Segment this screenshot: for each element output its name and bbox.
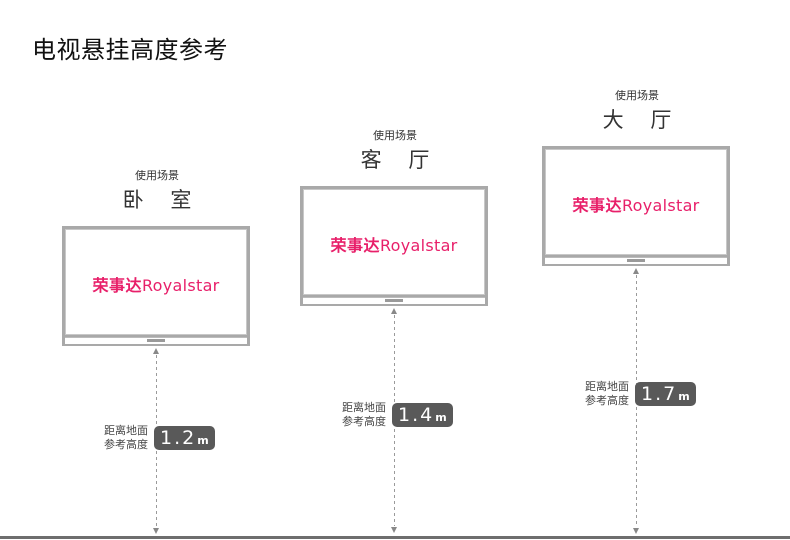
arrow-up-icon [391,308,397,314]
tv-screen: 荣事达Royalstar [545,149,727,255]
tv-badge-mark [627,259,645,262]
tv-illustration: 荣事达Royalstar [62,226,250,346]
arrow-up-icon [633,268,639,274]
scene-name: 客 厅 [360,148,440,172]
brand-logo: 荣事达Royalstar [66,272,246,296]
height-unit: m [197,434,209,447]
brand-logo-cn: 荣事达 [92,276,142,295]
tv-badge-mark [147,339,165,342]
tv-screen: 荣事达Royalstar [65,229,247,335]
height-value: 1.4 [398,404,435,426]
height-label-line1: 距离地面 [585,380,629,393]
height-label-line2: 参考高度 [342,415,386,428]
arrow-down-icon [153,528,159,534]
height-label-line1: 距离地面 [104,424,148,437]
height-value: 1.7 [641,383,678,405]
height-label-line2: 参考高度 [585,394,629,407]
scene-name: 卧 室 [122,188,202,212]
height-label: 距离地面 参考高度 [342,401,386,429]
arrow-up-icon [153,348,159,354]
scene-sub-label: 使用场景 [373,129,417,142]
scene-sub-label: 使用场景 [615,89,659,102]
scene-hall: 使用场景 大 厅 荣事达Royalstar [542,0,732,540]
height-label-line2: 参考高度 [104,438,148,451]
height-label-line1: 距离地面 [342,401,386,414]
scene-bedroom: 使用场景 卧 室 荣事达Royalstar [62,0,252,540]
brand-logo-cn: 荣事达 [572,196,622,215]
brand-logo-en: Royalstar [621,196,700,215]
brand-logo-cn: 荣事达 [330,236,380,255]
tv-bottom-bezel [545,257,727,264]
arrow-down-icon [391,527,397,533]
arrow-down-icon [633,528,639,534]
tv-bottom-bezel [65,337,247,344]
tv-screen: 荣事达Royalstar [303,189,485,295]
scene-name: 大 厅 [602,108,682,132]
tv-illustration: 荣事达Royalstar [542,146,730,266]
brand-logo-en: Royalstar [141,276,220,295]
height-value: 1.2 [160,427,197,449]
tv-bottom-bezel [303,297,485,304]
height-label: 距离地面 参考高度 [585,380,629,408]
scene-living-room: 使用场景 客 厅 荣事达Royalstar [300,0,490,540]
height-unit: m [435,411,447,424]
height-label: 距离地面 参考高度 [104,424,148,452]
brand-logo: 荣事达Royalstar [546,192,726,216]
page-title: 电视悬挂高度参考 [32,36,228,64]
height-unit: m [678,390,690,403]
tv-badge-mark [385,299,403,302]
scene-sub-label: 使用场景 [135,169,179,182]
brand-logo-en: Royalstar [379,236,458,255]
brand-logo: 荣事达Royalstar [304,232,484,256]
floor-baseline [0,536,790,539]
tv-illustration: 荣事达Royalstar [300,186,488,306]
